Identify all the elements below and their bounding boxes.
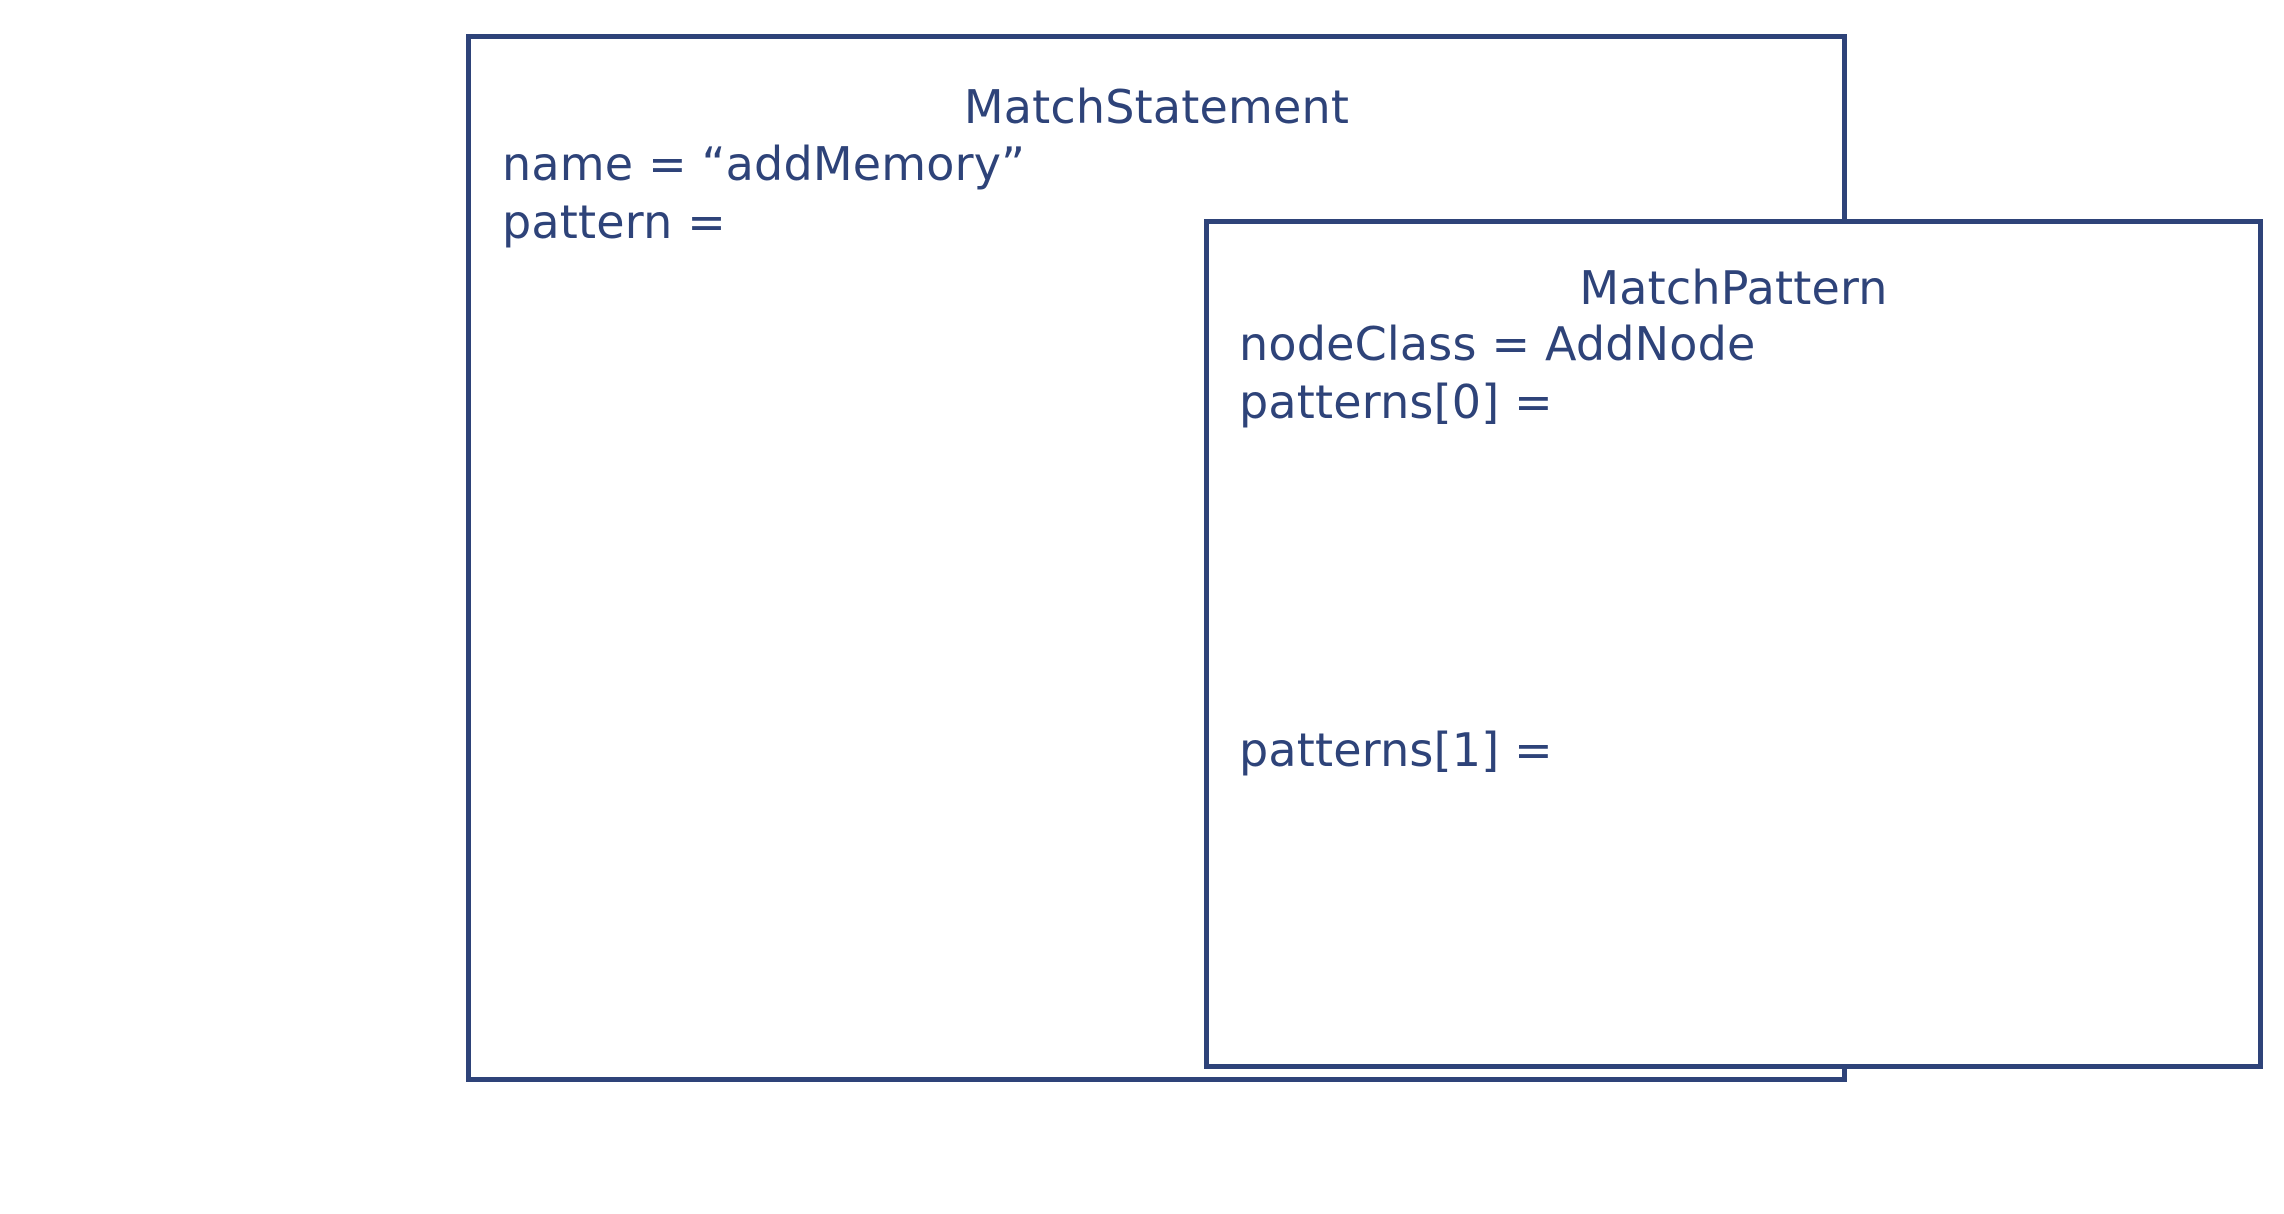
field-name: name = “addMemory” (502, 137, 1026, 191)
node-title-match-statement: MatchStatement (963, 80, 1350, 134)
field-node-class: nodeClass = AddNode (1239, 317, 1756, 371)
node-box-match-statement: MatchStatement name = “addMemory” patter… (466, 34, 2263, 1082)
field-patterns-0: patterns[0] = (1239, 375, 1553, 429)
node-title-match-pattern-root: MatchPattern (1579, 261, 1888, 315)
node-box-match-pattern-root: MatchPattern nodeClass = AddNode pattern… (1204, 219, 2263, 1069)
field-patterns-1: patterns[1] = (1239, 723, 1553, 777)
diagram-canvas: MatchStatement name = “addMemory” patter… (466, 34, 2263, 1082)
field-pattern: pattern = (502, 195, 726, 249)
